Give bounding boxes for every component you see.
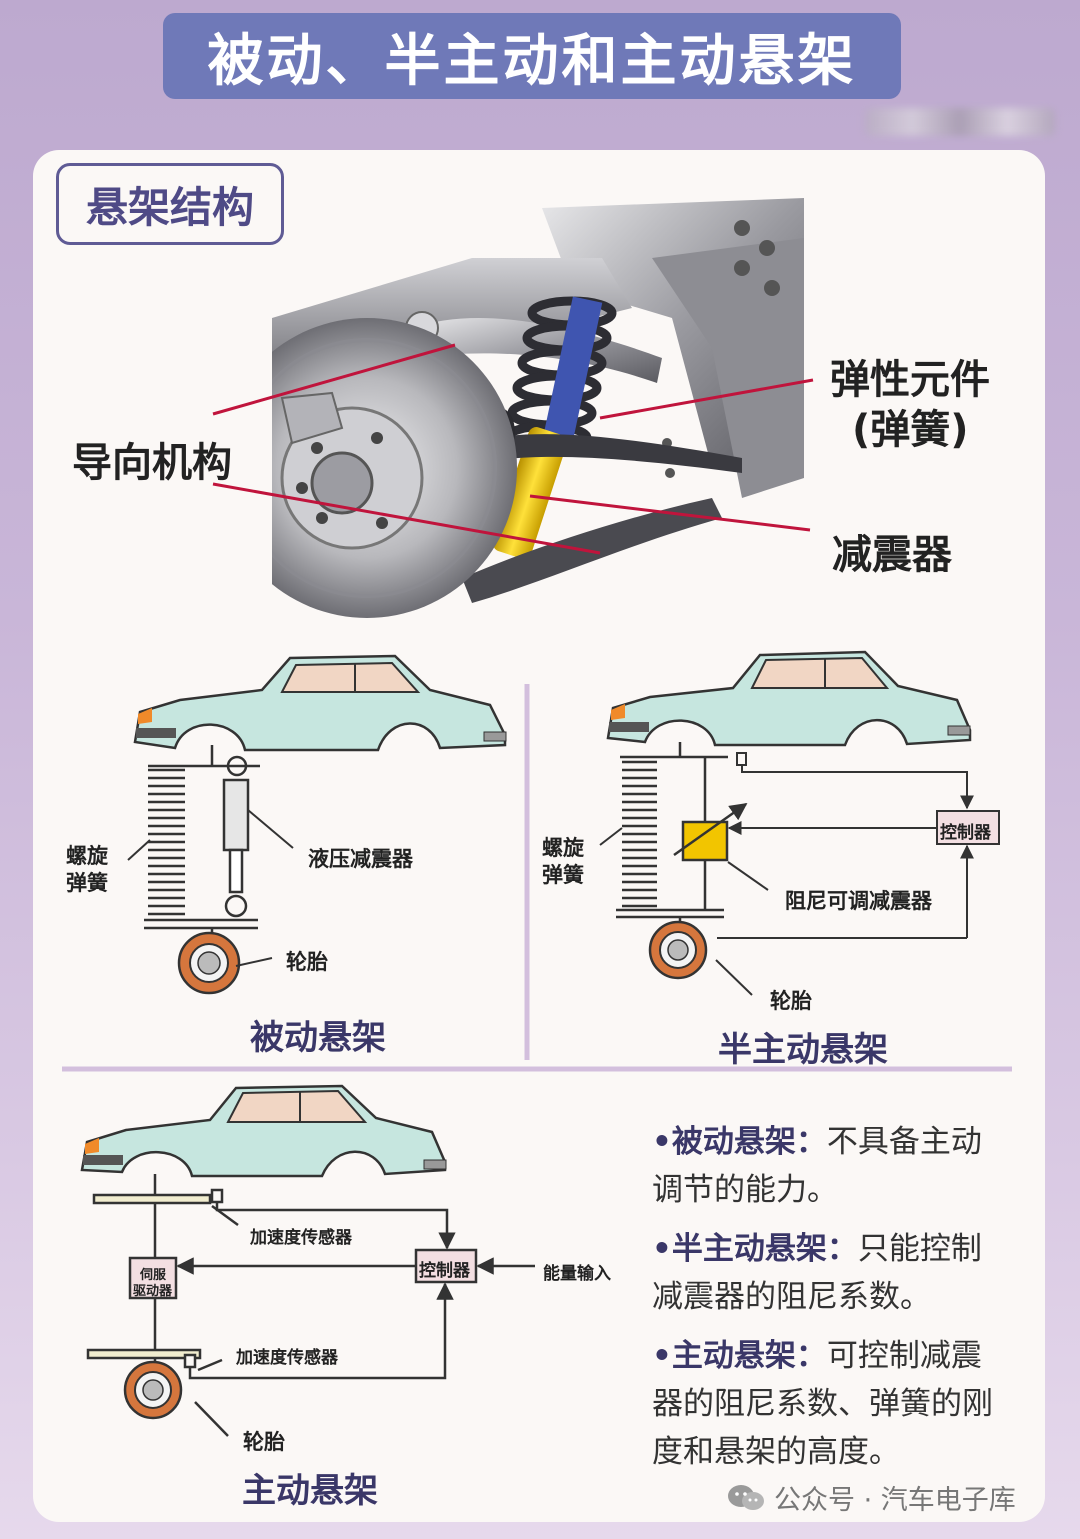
footer-text: 公众号 · 汽车电子库 bbox=[774, 1485, 1016, 1516]
elastic-element-label: 弹性元件 bbox=[830, 357, 990, 403]
footer-watermark: 公众号 · 汽车电子库 bbox=[726, 1478, 1016, 1517]
active-desc-term: •主动悬架： bbox=[652, 1338, 827, 1374]
passive-coil-label-1: 螺旋 bbox=[66, 844, 108, 868]
active-caption: 主动悬架 bbox=[242, 1471, 378, 1511]
semi-suspension bbox=[616, 742, 748, 928]
active-desc-text: 可控制减震器的阻尼系数、弹簧的刚度和悬架的高度。 bbox=[652, 1338, 993, 1470]
semi-controller-label: 控制器 bbox=[940, 823, 991, 843]
active-description: •主动悬架：可控制减震器的阻尼系数、弹簧的刚度和悬架的高度。 bbox=[652, 1332, 1012, 1476]
semi-tire-label: 轮胎 bbox=[770, 989, 812, 1013]
shock-absorber-label: 减震器 bbox=[832, 532, 952, 578]
semi-caption: 半主动悬架 bbox=[718, 1030, 888, 1070]
active-tire-label: 轮胎 bbox=[243, 1430, 285, 1454]
semi-coil-label-1: 螺旋 bbox=[542, 836, 584, 860]
spring-label: (弹簧) bbox=[852, 407, 969, 453]
semi-coil-label-2: 弹簧 bbox=[542, 863, 584, 887]
passive-description: •被动悬架：不具备主动调节的能力。 bbox=[652, 1118, 1012, 1214]
semi-description: •半主动悬架：只能控制减震器的阻尼系数。 bbox=[652, 1225, 1012, 1321]
suspension-illustration bbox=[272, 198, 804, 618]
active-tire bbox=[123, 1360, 183, 1420]
wechat-icon bbox=[728, 1484, 764, 1510]
active-servo-label-2: 驱动器 bbox=[133, 1284, 173, 1299]
active-car bbox=[80, 1084, 447, 1178]
semi-desc-text: 只能控制减震器的阻尼系数。 bbox=[652, 1231, 982, 1315]
semi-control-lines bbox=[599, 752, 1000, 996]
passive-tire-label: 轮胎 bbox=[286, 950, 328, 974]
passive-desc-term: •被动悬架： bbox=[652, 1124, 827, 1160]
passive-car bbox=[133, 654, 507, 752]
active-accel-sensor-top-label: 加速度传感器 bbox=[250, 1228, 352, 1248]
section-heading: 悬架结构 bbox=[56, 163, 284, 245]
semi-damper-label: 阻尼可调减震器 bbox=[785, 889, 932, 913]
passive-leaders bbox=[127, 809, 294, 967]
blurred-watermark bbox=[865, 108, 1055, 136]
active-controller-label: 控制器 bbox=[419, 1261, 470, 1281]
semi-tire bbox=[648, 920, 708, 980]
passive-caption: 被动悬架 bbox=[250, 1018, 386, 1058]
semi-desc-term: •半主动悬架： bbox=[652, 1231, 858, 1267]
passive-damper-label: 液压减震器 bbox=[308, 847, 413, 871]
passive-coil-label-2: 弹簧 bbox=[66, 871, 108, 895]
passive-tire bbox=[177, 931, 241, 995]
active-accel-sensor-bottom-label: 加速度传感器 bbox=[236, 1348, 338, 1368]
passive-suspension bbox=[144, 745, 260, 940]
semi-car bbox=[606, 650, 972, 747]
energy-input-label: 能量输入 bbox=[543, 1264, 611, 1284]
active-system bbox=[86, 1174, 535, 1437]
photo-leader-lines bbox=[212, 343, 814, 555]
passive-desc-text: 不具备主动调节的能力。 bbox=[652, 1124, 982, 1208]
active-servo-label-1: 伺服 bbox=[140, 1268, 167, 1283]
page-title: 被动、半主动和主动悬架 bbox=[163, 13, 901, 99]
guide-mechanism-label: 导向机构 bbox=[72, 440, 232, 486]
